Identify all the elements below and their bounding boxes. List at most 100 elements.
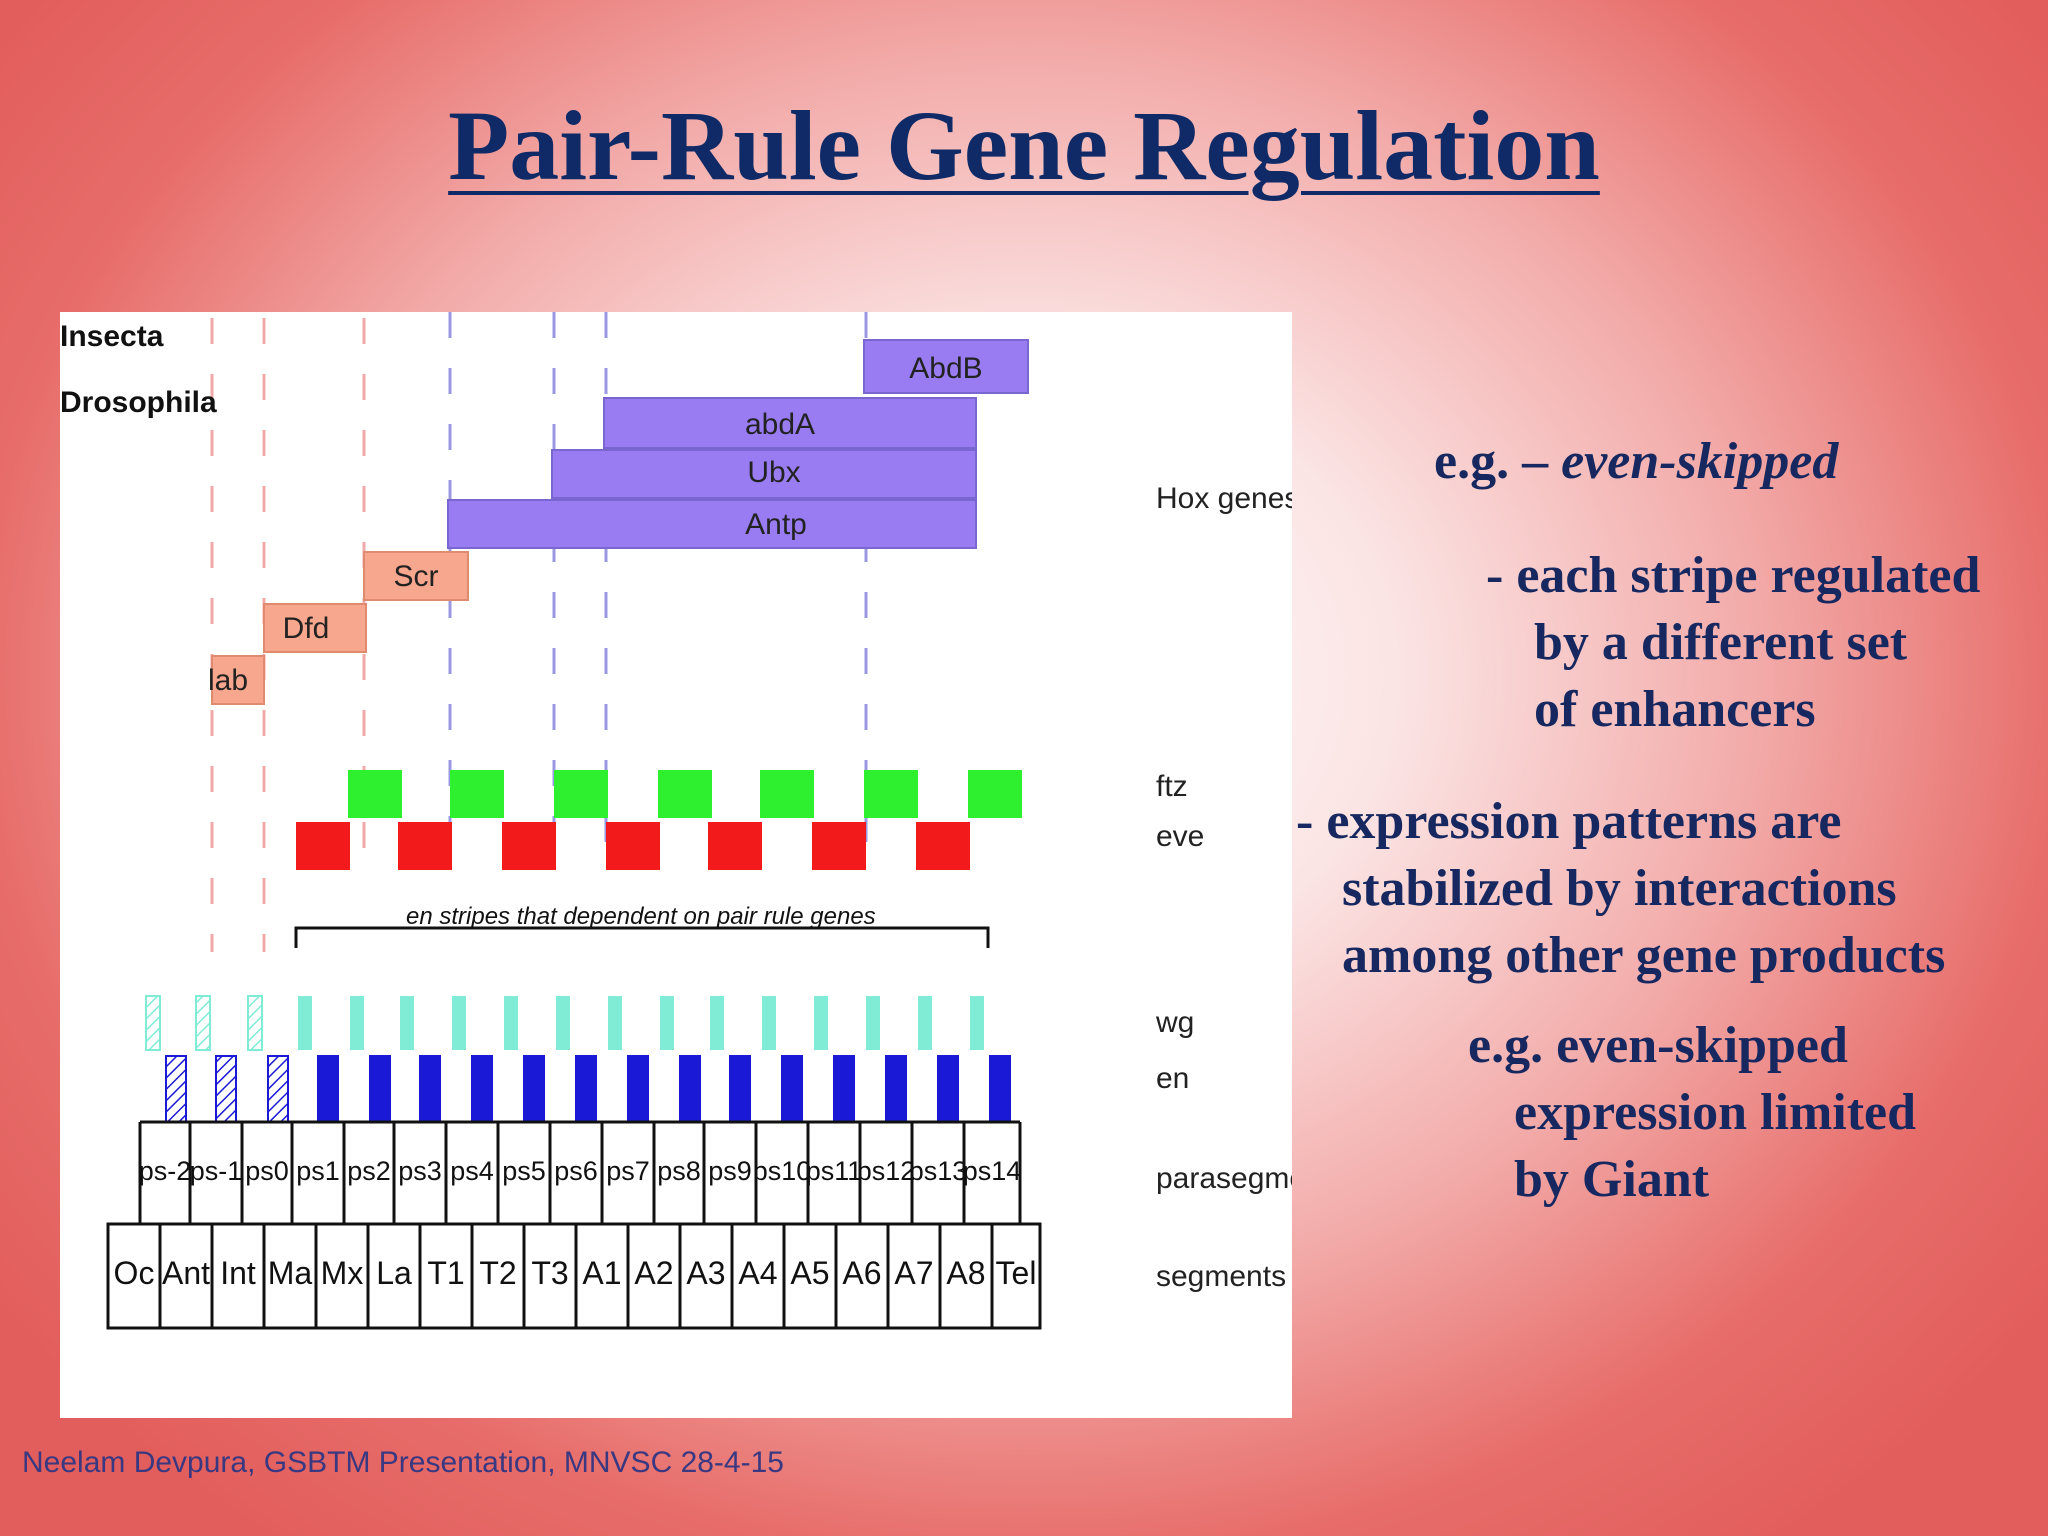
note-eg-prefix: e.g. – — [1434, 433, 1562, 490]
note-eg-gene: even-skipped — [1561, 433, 1839, 490]
segment-label-13: A4 — [738, 1255, 777, 1291]
en-stripe-17 — [989, 1055, 1011, 1123]
eve-stripe-7 — [916, 822, 970, 870]
segment-label-1: Oc — [114, 1255, 155, 1291]
segment-label-2: Ant — [162, 1255, 210, 1291]
en-stripe-3 — [267, 1055, 289, 1123]
en-bracket-label: en stripes that dependent on pair rule g… — [406, 903, 876, 930]
segment-label-18: Tel — [996, 1255, 1037, 1291]
row-label-en: en — [1156, 1062, 1189, 1095]
segment-label-16: A7 — [894, 1255, 933, 1291]
hox-gene-bars: AbdB abdA Ubx Antp Scr Dfd lab — [208, 339, 1029, 705]
en-stripe-1 — [165, 1055, 187, 1123]
ftz-stripe-1 — [348, 770, 402, 818]
ftz-eve-stripes — [296, 770, 1022, 870]
en-stripe-16 — [937, 1055, 959, 1123]
eve-stripe-1 — [296, 822, 350, 870]
segment-label-3: Int — [220, 1255, 256, 1291]
parasegment-label-7: ps4 — [450, 1156, 494, 1186]
row-label-eve: eve — [1156, 820, 1204, 853]
wg-stripe-3 — [247, 995, 263, 1051]
en-stripe-4 — [317, 1055, 339, 1123]
parasegment-label-9: ps6 — [554, 1156, 598, 1186]
ftz-stripe-7 — [968, 770, 1022, 818]
wg-stripe-17 — [970, 996, 984, 1050]
note-giant-line-3: by Giant — [1514, 1151, 1710, 1208]
parasegment-label-3: ps0 — [245, 1156, 289, 1186]
wg-stripe-5 — [350, 996, 364, 1050]
hox-gene-diagram: Insecta Drosophila AbdB abdA Ubx Antp Sc… — [60, 312, 1292, 1418]
row-label-parasegments: parasegments — [1156, 1162, 1292, 1195]
segment-label-12: A3 — [686, 1255, 725, 1291]
abdb-label: AbdB — [909, 352, 982, 385]
parasegment-label-17: ps14 — [963, 1156, 1022, 1186]
segment-label-7: T1 — [427, 1255, 464, 1291]
parasegment-label-5: ps2 — [347, 1156, 391, 1186]
note-giant-line-2: expression limited — [1514, 1084, 1917, 1141]
segment-label-11: A2 — [634, 1255, 673, 1291]
wg-stripe-11 — [660, 996, 674, 1050]
ftz-stripe-5 — [760, 770, 814, 818]
antp-label: Antp — [745, 508, 807, 541]
row-label-segments: segments — [1156, 1260, 1286, 1293]
dfd-bar — [263, 603, 367, 653]
parasegment-label-10: ps7 — [606, 1156, 650, 1186]
en-stripe-9 — [575, 1055, 597, 1123]
parasegment-label-8: ps5 — [502, 1156, 546, 1186]
en-bracket — [294, 926, 990, 948]
parasegment-label-14: ps11 — [806, 1156, 863, 1186]
note-stripe-line-3: of enhancers — [1534, 681, 1816, 738]
scr-bar — [363, 551, 469, 601]
wg-stripe-13 — [762, 996, 776, 1050]
wg-stripe-2 — [195, 995, 211, 1051]
parasegment-label-12: ps9 — [708, 1156, 752, 1186]
note-stripe-line-1: - each stripe regulated — [1486, 547, 1981, 604]
abda-label: abdA — [745, 408, 815, 441]
row-label-wg: wg — [1155, 1006, 1194, 1039]
parasegment-label-4: ps1 — [296, 1156, 340, 1186]
parasegment-label-6: ps3 — [398, 1156, 442, 1186]
en-stripe-6 — [419, 1055, 441, 1123]
segment-label-8: T2 — [479, 1255, 516, 1291]
en-stripe-10 — [627, 1055, 649, 1123]
segment-label-14: A5 — [790, 1255, 829, 1291]
wg-stripe-15 — [866, 996, 880, 1050]
eve-stripe-4 — [606, 822, 660, 870]
abdb-bar — [863, 339, 1029, 394]
wg-stripe-4 — [298, 996, 312, 1050]
wg-stripe-9 — [556, 996, 570, 1050]
parasegment-label-11: ps8 — [657, 1156, 701, 1186]
ftz-stripe-4 — [658, 770, 712, 818]
note-giant-line-1: e.g. even-skipped — [1468, 1017, 1848, 1074]
taxon-label-drosophila: Drosophila — [60, 386, 217, 419]
note-expr-line-3: among other gene products — [1342, 927, 1946, 984]
wg-stripe-1 — [145, 995, 161, 1051]
antp-bar — [447, 499, 977, 549]
ftz-stripe-2 — [450, 770, 504, 818]
slide-title: Pair-Rule Gene Regulation — [448, 90, 1600, 201]
parasegment-label-1: ps-2 — [139, 1156, 192, 1186]
wg-stripe-8 — [504, 996, 518, 1050]
segment-label-5: Mx — [321, 1255, 364, 1291]
en-stripe-15 — [885, 1055, 907, 1123]
segment-label-4: Ma — [268, 1255, 313, 1291]
row-label-ftz: ftz — [1156, 770, 1188, 803]
segment-label-15: A6 — [842, 1255, 881, 1291]
wg-en-stripes — [145, 995, 1011, 1123]
eve-stripe-5 — [708, 822, 762, 870]
ftz-stripe-3 — [554, 770, 608, 818]
taxon-label-insecta: Insecta — [60, 320, 164, 353]
eve-stripe-2 — [398, 822, 452, 870]
wg-stripe-14 — [814, 996, 828, 1050]
note-expr-line-1: - expression patterns are — [1296, 793, 1842, 850]
en-stripe-2 — [215, 1055, 237, 1123]
ftz-stripe-6 — [864, 770, 918, 818]
en-stripe-13 — [781, 1055, 803, 1123]
ubx-label: Ubx — [747, 456, 800, 489]
segment-label-6: La — [376, 1255, 412, 1291]
lab-bar — [211, 655, 265, 705]
parasegment-label-16: ps13 — [909, 1156, 968, 1186]
en-stripe-5 — [369, 1055, 391, 1123]
